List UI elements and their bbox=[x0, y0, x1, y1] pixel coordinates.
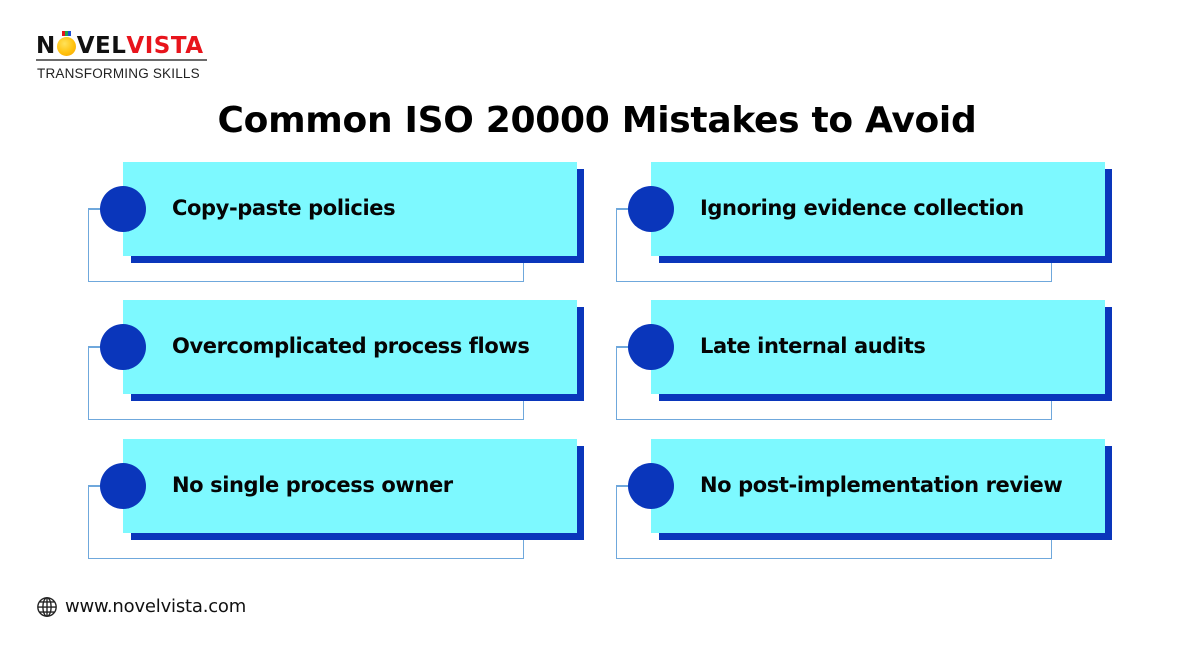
mistake-card: No single process owner bbox=[87, 439, 614, 561]
bullet-circle-icon bbox=[100, 186, 146, 232]
logo-text-vel: VEL bbox=[76, 33, 127, 59]
logo-text-vista: VISTA bbox=[126, 33, 204, 59]
bullet-circle-icon bbox=[100, 463, 146, 509]
card-face: No single process owner bbox=[123, 439, 577, 533]
website-link[interactable]: www.novelvista.com bbox=[65, 596, 247, 617]
mistake-card: Copy-paste policies bbox=[87, 162, 614, 284]
footer: www.novelvista.com bbox=[36, 596, 246, 618]
card-label: Late internal audits bbox=[700, 334, 926, 358]
logo-tagline: TRANSFORMING SKILLS bbox=[37, 66, 200, 81]
bullet-circle-icon bbox=[628, 463, 674, 509]
logo-divider bbox=[36, 59, 207, 61]
bullet-circle-icon bbox=[100, 324, 146, 370]
card-face: Late internal audits bbox=[651, 300, 1105, 394]
bullet-circle-icon bbox=[628, 186, 674, 232]
card-face: Copy-paste policies bbox=[123, 162, 577, 256]
card-face: Ignoring evidence collection bbox=[651, 162, 1105, 256]
logo-medal-icon bbox=[56, 31, 76, 56]
card-label: Copy-paste policies bbox=[172, 196, 396, 220]
card-face: Overcomplicated process flows bbox=[123, 300, 577, 394]
novelvista-logo: N VEL VISTA TRANSFORMING SKILLS bbox=[36, 31, 208, 84]
card-label: Overcomplicated process flows bbox=[172, 334, 530, 358]
mistake-card: Ignoring evidence collection bbox=[615, 162, 1142, 284]
mistake-card: Late internal audits bbox=[615, 300, 1142, 422]
mistake-card: No post-implementation review bbox=[615, 439, 1142, 561]
mistake-card: Overcomplicated process flows bbox=[87, 300, 614, 422]
card-label: Ignoring evidence collection bbox=[700, 196, 1024, 220]
logo-wordmark: N VEL VISTA bbox=[36, 31, 204, 59]
card-label: No post-implementation review bbox=[700, 473, 1063, 497]
bullet-circle-icon bbox=[628, 324, 674, 370]
logo-ribbon-icon bbox=[61, 31, 71, 36]
page-title: Common ISO 20000 Mistakes to Avoid bbox=[217, 100, 977, 141]
globe-icon bbox=[37, 597, 57, 617]
logo-letter-n: N bbox=[36, 33, 56, 59]
card-label: No single process owner bbox=[172, 473, 453, 497]
card-face: No post-implementation review bbox=[651, 439, 1105, 533]
